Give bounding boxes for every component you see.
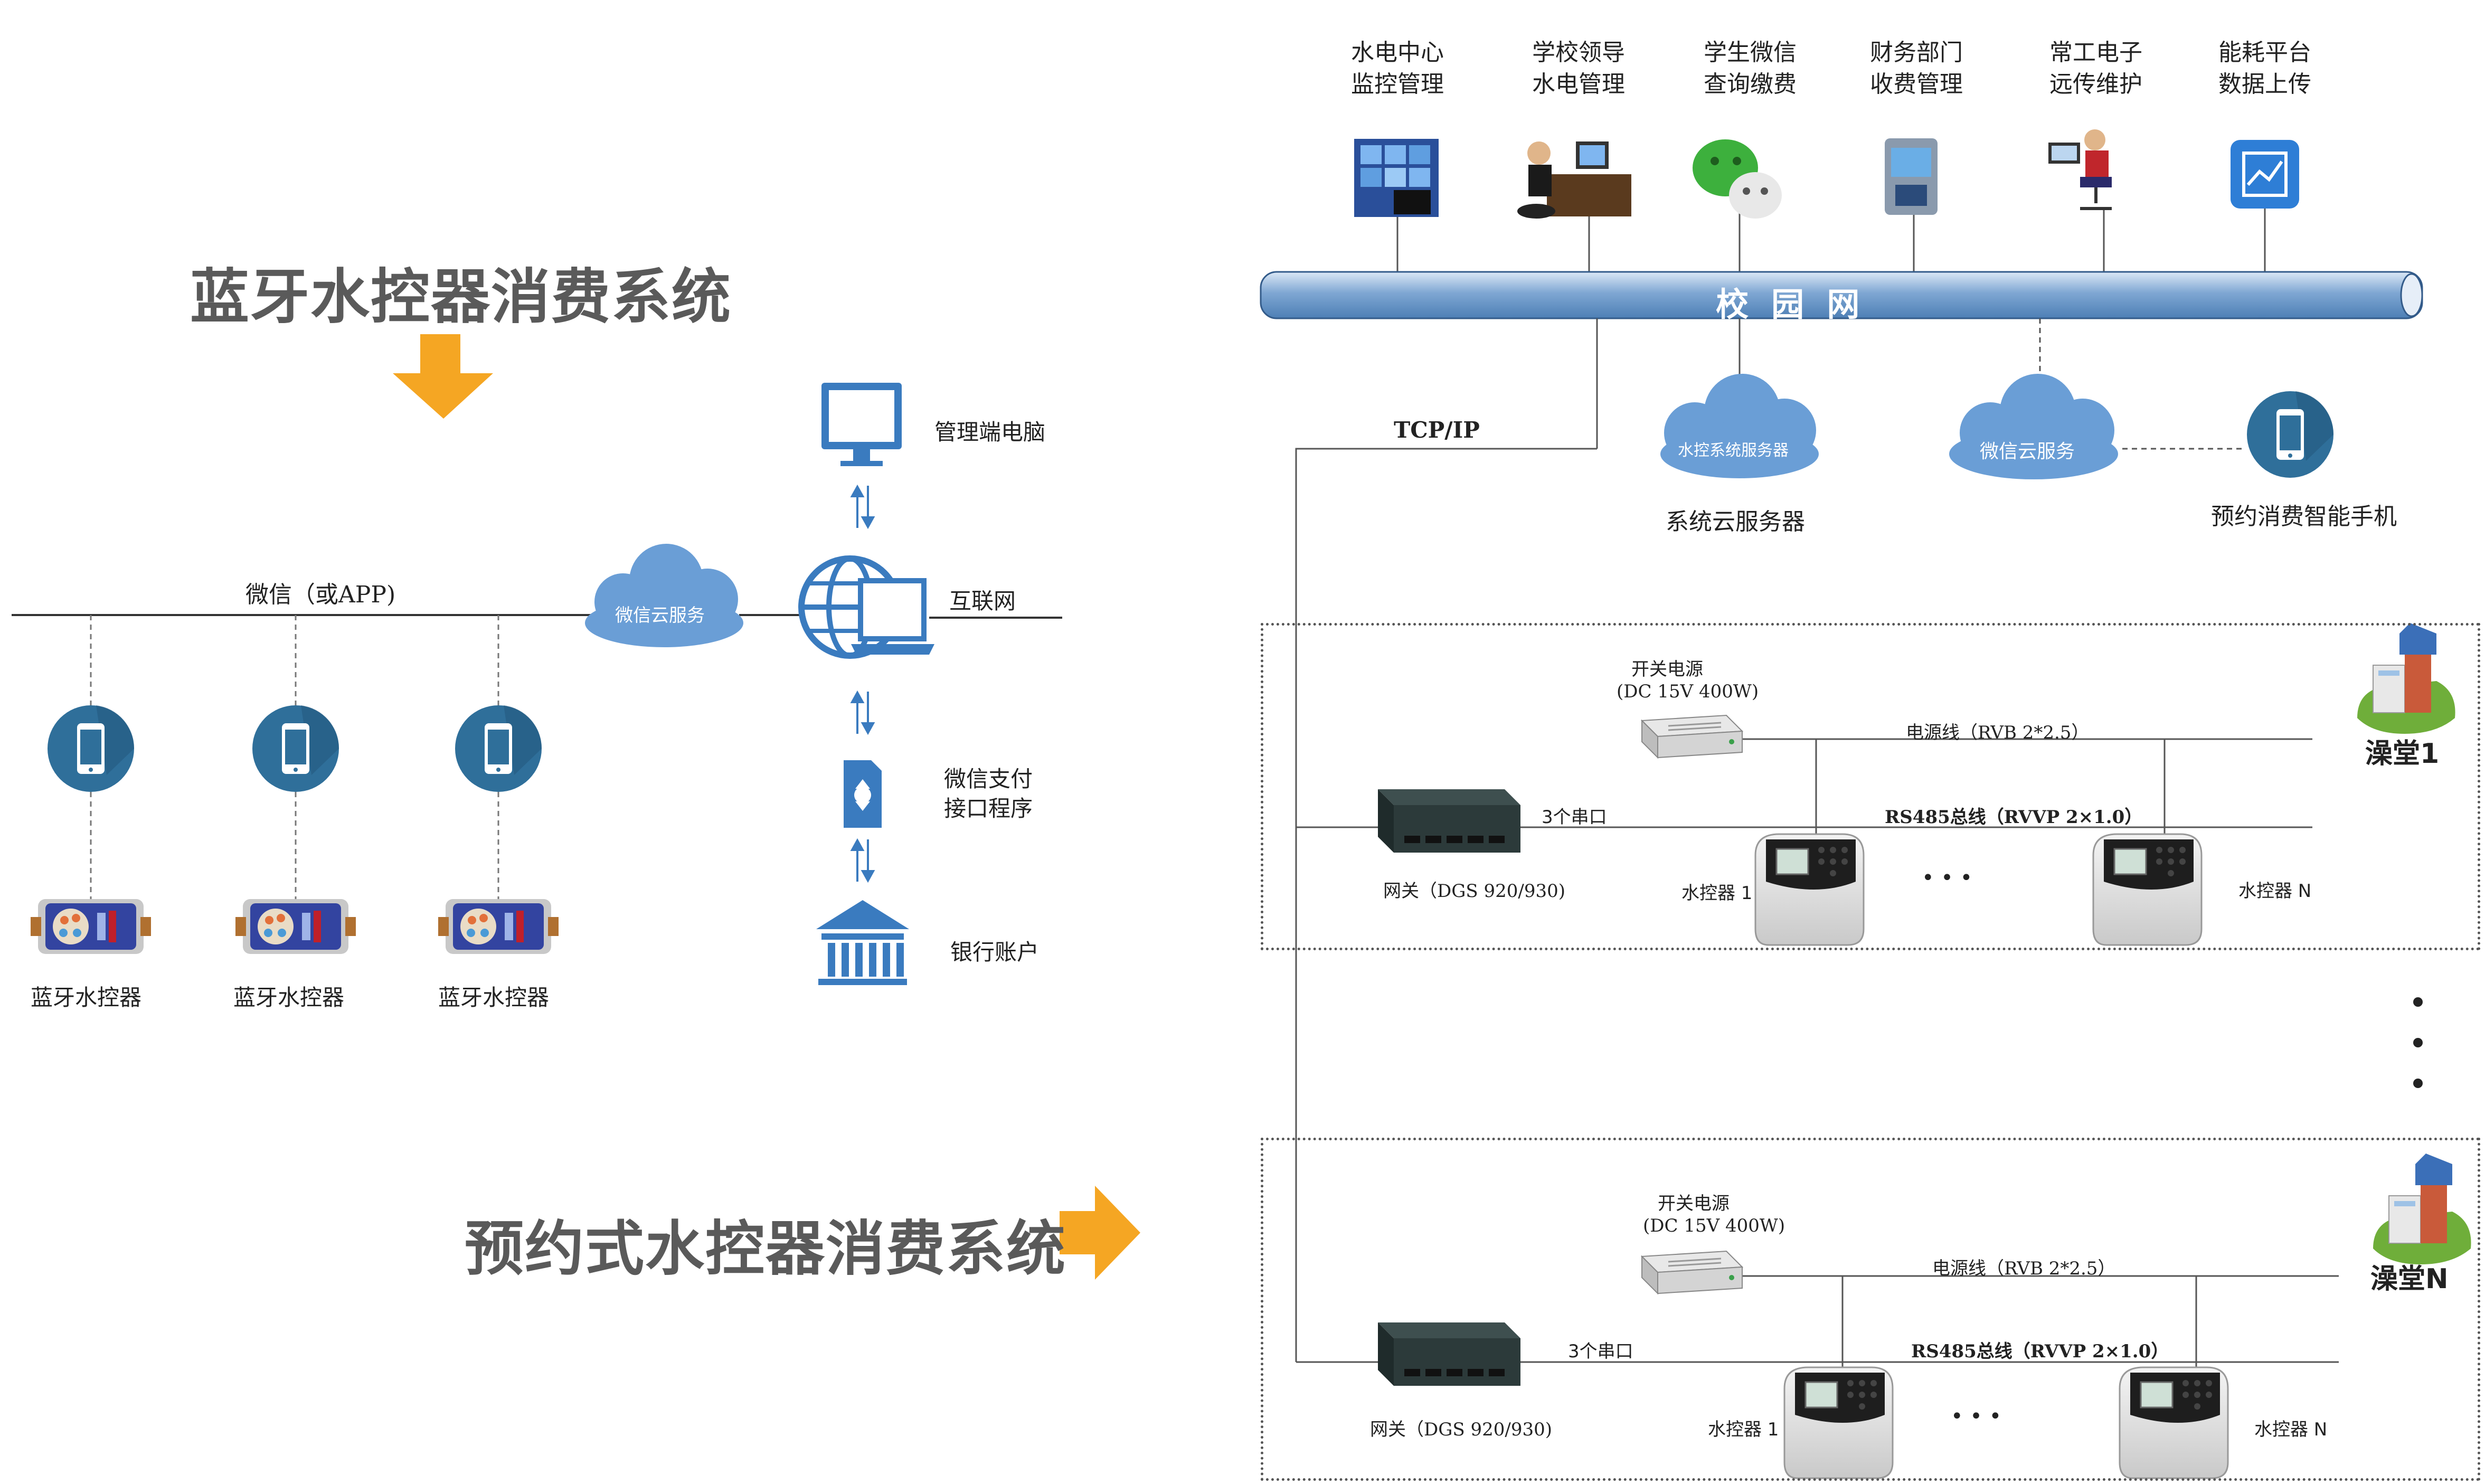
payment-interface-icon (844, 760, 882, 828)
psu-spec-label: (DC 15V 400W) (1643, 1215, 1785, 1236)
top-item-label: 学校领导水电管理 (1532, 39, 1625, 98)
more-sections-dots (2413, 997, 2423, 1088)
top-item-label: 水电中心监控管理 (1351, 39, 1444, 98)
ellipsis: • • • (1951, 1404, 2002, 1429)
power-line-label: 电源线（RVB 2*2.5） (1932, 1258, 2116, 1279)
bathhouse-label: 澡堂1 (2365, 738, 2440, 770)
updown-arrow-icon (850, 838, 875, 883)
wechat-icon (1693, 139, 1782, 219)
bank-icon (816, 900, 909, 985)
bt-controller-label: 蓝牙水控器 (233, 985, 345, 1010)
maintenance-engineer-icon (2048, 129, 2112, 210)
internet-globe-icon (798, 555, 934, 659)
gateway-label: 网关（DGS 920/930) (1383, 881, 1566, 902)
wechat-cloud-label: 微信云服务 (615, 605, 705, 626)
reservation-system-title: 预约式水控器消费系统 (465, 1215, 1066, 1283)
wechat-pay-label-1: 微信支付 (944, 766, 1033, 792)
down-arrow-icon (393, 334, 493, 419)
campus-network-pipe (1260, 271, 2423, 319)
bank-account-label: 银行账户 (950, 939, 1040, 965)
tcpip-label: TCP/IP (1394, 417, 1480, 443)
rs485-bus-label: RS485总线（RVVP 2×1.0） (1885, 807, 2143, 828)
monitor-wall-icon (1354, 139, 1439, 217)
bathhouse-n-section (1261, 1138, 2480, 1481)
top-item-label: 学生微信查询缴费 (1704, 39, 1797, 98)
finance-terminal-icon (1885, 138, 1938, 215)
right-arrow-icon (1060, 1186, 1140, 1280)
ellipsis: • • • (1922, 866, 1973, 890)
controller-n-label: 水控器 N (2238, 881, 2312, 902)
top-item-label: 常工电子远传维护 (2049, 39, 2142, 98)
psu-spec-label: (DC 15V 400W) (1617, 681, 1759, 702)
phone-icon (2247, 391, 2334, 478)
phone-icon (48, 705, 135, 792)
server-cloud-icon (1660, 374, 1819, 478)
admin-pc-label: 管理端电脑 (934, 419, 1046, 445)
phone-icon (252, 705, 339, 792)
controller-1-label: 水控器 1 (1681, 883, 1753, 904)
bt-controller-label: 蓝牙水控器 (438, 985, 550, 1010)
top-item-label: 财务部门收费管理 (1870, 39, 1963, 98)
bluetooth-controller-icon (235, 899, 356, 954)
serial-port-label: 3个串口 (1568, 1341, 1633, 1362)
reservation-phone-label: 预约消费智能手机 (2211, 503, 2397, 530)
gateway-label: 网关（DGS 920/930) (1370, 1419, 1553, 1440)
bluetooth-controller-icon (31, 899, 151, 954)
controller-1-label: 水控器 1 (1708, 1419, 1779, 1440)
bluetooth-controller-icon (438, 899, 559, 954)
server-cloud-label: 水控系统服务器 (1678, 441, 1789, 460)
wechat-pay-label-2: 接口程序 (944, 796, 1033, 821)
bluetooth-system-title: 蓝牙水控器消费系统 (190, 263, 732, 332)
bathhouse-1-section (1261, 623, 2480, 950)
energy-platform-icon (2231, 140, 2299, 209)
psu-label: 开关电源 (1658, 1193, 1730, 1214)
bathhouse-label: 澡堂N (2370, 1263, 2449, 1295)
wechat-cloud-label-right: 微信云服务 (1980, 441, 2075, 462)
updown-arrow-icon (850, 484, 875, 530)
wechat-line-label: 微信（或APP) (245, 581, 396, 608)
system-server-label: 系统云服务器 (1666, 508, 1805, 535)
rs485-bus-label: RS485总线（RVVP 2×1.0） (1911, 1341, 2169, 1362)
power-line-label: 电源线（RVB 2*2.5） (1906, 722, 2090, 743)
updown-arrow-icon (850, 690, 875, 735)
monitor-icon (821, 383, 902, 466)
leader-desk-icon (1517, 141, 1631, 219)
campus-network-label: 校 园 网 (1716, 285, 1860, 324)
top-item-label: 能耗平台数据上传 (2218, 39, 2311, 98)
bt-controller-label: 蓝牙水控器 (31, 985, 142, 1010)
serial-port-label: 3个串口 (1542, 807, 1607, 828)
psu-label: 开关电源 (1631, 659, 1703, 680)
internet-label: 互联网 (949, 588, 1016, 614)
phone-icon (455, 705, 542, 792)
wechat-cloud-icon (585, 544, 743, 647)
wechat-cloud-icon (1949, 374, 2118, 479)
controller-n-label: 水控器 N (2254, 1419, 2328, 1440)
